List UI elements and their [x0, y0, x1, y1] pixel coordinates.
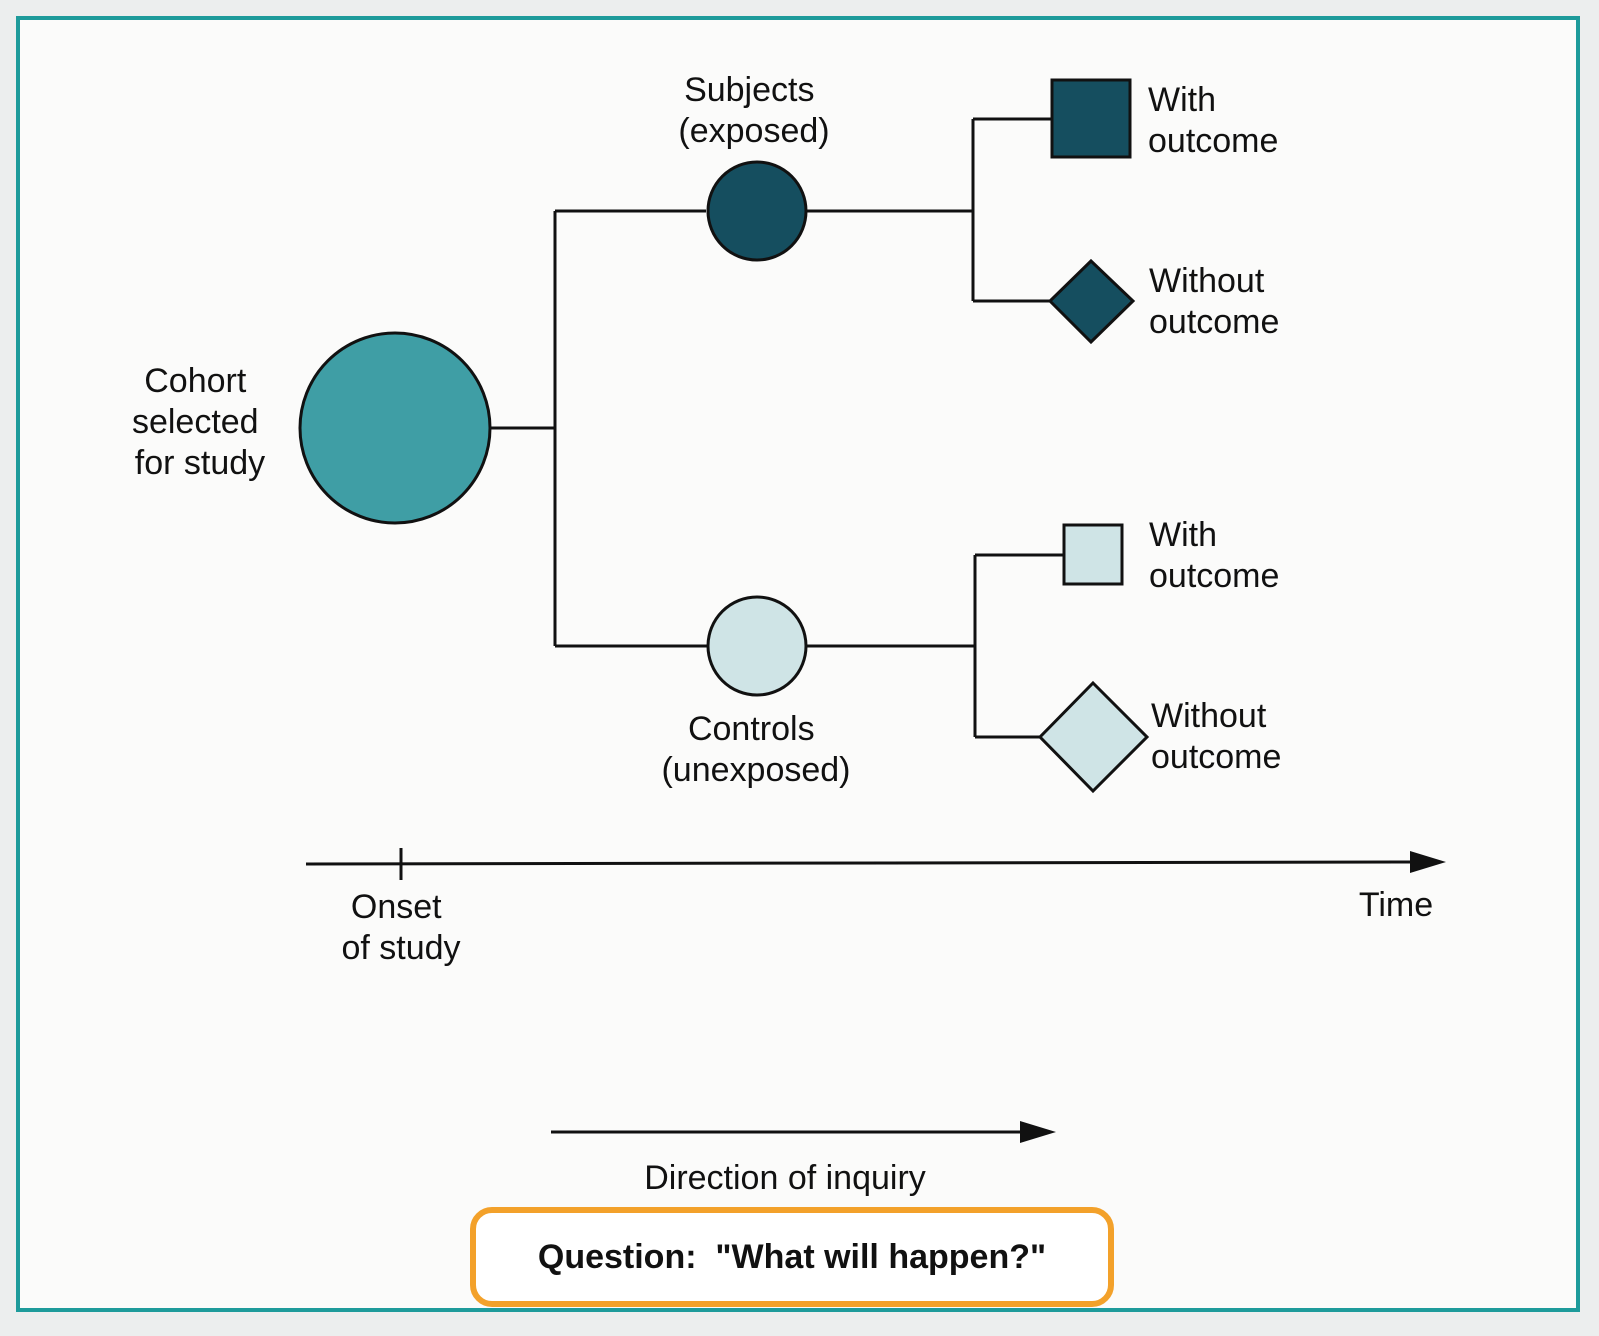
time-label: Time [1359, 886, 1433, 924]
time-axis-line [305, 860, 1421, 866]
exposed-label: Subjects (exposed) [678, 71, 829, 150]
inquiry-label: Direction of inquiry [644, 1159, 926, 1197]
control-without-outcome-label: Without outcome [1151, 697, 1281, 776]
cohort-circle [298, 331, 492, 525]
question-box: Question: "What will happen?" [470, 1207, 1114, 1307]
exposed-without-outcome-label: Without outcome [1149, 262, 1279, 341]
cohort-label: Cohort selected for study [132, 362, 268, 482]
controls-label: Controls (unexposed) [661, 710, 850, 789]
inquiry-arrowhead [1020, 1121, 1056, 1143]
exposed-with-outcome-label: With outcome [1148, 81, 1278, 160]
time-axis-arrowhead [1410, 851, 1446, 873]
control-with-outcome-square [1062, 523, 1124, 586]
question-text: Question: "What will happen?" [537, 1237, 1047, 1276]
controls-circle [706, 595, 808, 697]
connector-lines [490, 117, 1064, 739]
control-with-outcome-label: With outcome [1149, 516, 1279, 595]
control-without-outcome-diamond [1037, 680, 1150, 794]
exposed-with-outcome-square [1050, 78, 1132, 159]
exposed-without-outcome-diamond [1047, 258, 1136, 345]
exposed-circle [706, 160, 808, 262]
onset-label: Onset of study [341, 888, 460, 967]
